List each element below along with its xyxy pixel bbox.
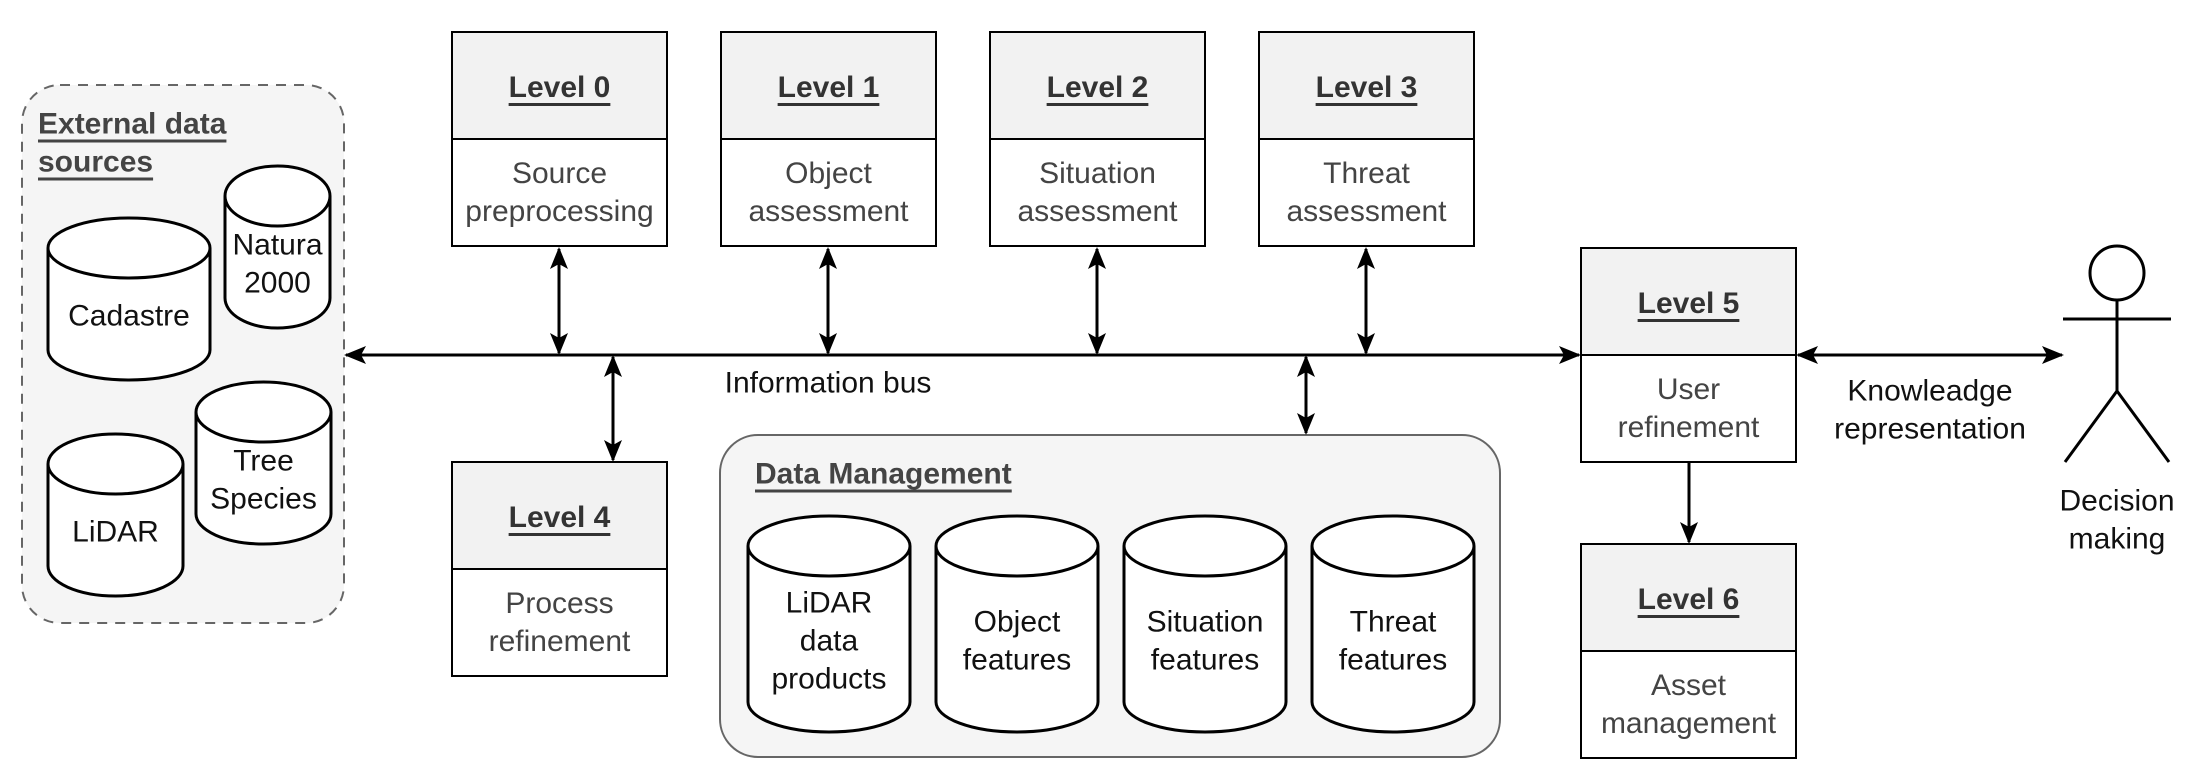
level3-box: Level 3 Threat assessment [1258,31,1475,247]
level3-description: Threat [1323,157,1410,190]
level6-description: Asset [1651,669,1727,702]
decision-maker-actor-icon [2063,244,2171,463]
store-lidar-products-cylinder-label: data [800,625,859,658]
store-threat-features-cylinder-label: Threat [1350,606,1437,639]
store-object-features-cylinder-label: features [963,644,1071,677]
source-tree-cylinder-label: Species [210,483,317,516]
knowledge-representation-label: Knowleadge [1847,375,2012,408]
level2-box: Level 2 Situation assessment [989,31,1206,247]
level4-description: refinement [489,625,631,658]
external-data-sources-title: sources [38,146,153,179]
level4-description: Process [505,587,613,620]
store-threat-features-cylinder-label: features [1339,644,1447,677]
store-object-features-cylinder-label: Object [974,606,1061,639]
source-cadastre-cylinder-label: Cadastre [68,300,190,333]
level1-description: Object [785,157,872,190]
decision-making-label: making [2069,523,2166,556]
source-natura-cylinder: Natura 2000 [223,164,332,330]
level4-box: Level 4 Process refinement [451,461,668,677]
level0-box: Level 0 Source preprocessing [451,31,668,247]
level6-box: Level 6 Asset management [1580,543,1797,759]
source-natura-cylinder-label: 2000 [244,267,311,300]
store-lidar-products-cylinder-label: LiDAR [786,587,873,620]
level5-box: Level 5 User refinement [1580,247,1797,463]
level1-title: Level 1 [778,71,880,104]
level5-title: Level 5 [1638,287,1740,320]
level1-box: Level 1 Object assessment [720,31,937,247]
store-situation-features-cylinder-label: features [1151,644,1259,677]
level4-title: Level 4 [509,501,611,534]
source-lidar-cylinder-label: LiDAR [72,516,159,549]
store-threat-features-cylinder: Threat features [1310,514,1476,734]
level0-description: preprocessing [465,195,653,228]
information-bus-label: Information bus [725,367,932,400]
level1-description: assessment [748,195,909,228]
level5-description: User [1657,373,1720,406]
knowledge-representation-label: representation [1834,413,2026,446]
level3-title: Level 3 [1316,71,1418,104]
level2-description: assessment [1017,195,1178,228]
level0-title: Level 0 [509,71,611,104]
store-object-features-cylinder: Object features [934,514,1100,734]
source-lidar-cylinder: LiDAR [46,432,185,598]
level2-description: Situation [1039,157,1156,190]
store-situation-features-cylinder: Situation features [1122,514,1288,734]
store-lidar-products-cylinder-label: products [771,663,886,696]
level6-description: management [1601,707,1777,740]
level0-description: Source [512,157,607,190]
level2-title: Level 2 [1047,71,1149,104]
store-situation-features-cylinder-label: Situation [1147,606,1264,639]
source-cadastre-cylinder: Cadastre [46,216,212,382]
source-natura-cylinder-label: Natura [232,229,322,262]
level5-description: refinement [1618,411,1760,444]
data-management-title: Data Management [755,458,1012,491]
level3-description: assessment [1286,195,1447,228]
source-tree-cylinder-label: Tree [233,445,294,478]
level6-title: Level 6 [1638,583,1740,616]
external-data-sources-title: External data [38,108,227,141]
store-lidar-products-cylinder: LiDAR data products [746,514,912,734]
decision-making-label: Decision [2059,485,2174,518]
